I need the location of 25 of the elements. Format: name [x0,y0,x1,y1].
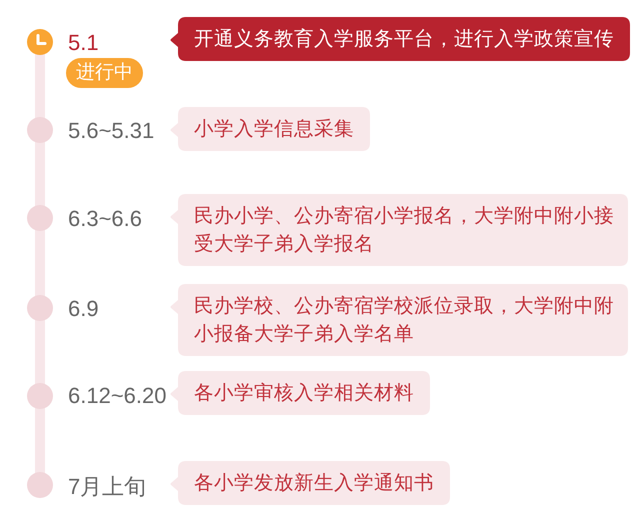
timeline-track [35,408,45,474]
date-label: 6.3~6.6 [68,205,142,233]
date-label: 5.1 [68,29,99,57]
highlighted-speech-bubble [170,17,630,61]
date-label: 6.12~6.20 [68,382,166,410]
event-text: 民办小学、公办寄宿小学报名，大学附中附小接受大学子弟入学报名 [194,204,615,257]
status-badge: 进行中 [66,58,143,88]
date-label: 5.6~5.31 [68,117,154,145]
event-text: 民办学校、公办寄宿学校派位录取，大学附中附小报备大学子弟入学名单 [194,294,615,347]
timeline-dot [27,117,53,143]
timeline-dot [27,205,53,231]
event-text: 小学入学信息采集 [194,117,354,142]
timeline-dot [27,383,53,409]
timeline-track [35,54,45,118]
event-text: 各小学审核入学相关材料 [194,381,414,406]
date-label: 6.9 [68,295,99,323]
timeline-track [35,230,45,296]
timeline-track [35,320,45,384]
event-text: 各小学发放新生入学通知书 [194,471,434,496]
timeline-dot [27,295,53,321]
event-text: 开通义务教育入学服务平台，进行入学政策宣传 [194,27,614,52]
date-label: 7月上旬 [68,473,146,501]
clock-icon [27,29,53,55]
timeline-dot [27,472,53,498]
timeline-track [35,142,45,206]
